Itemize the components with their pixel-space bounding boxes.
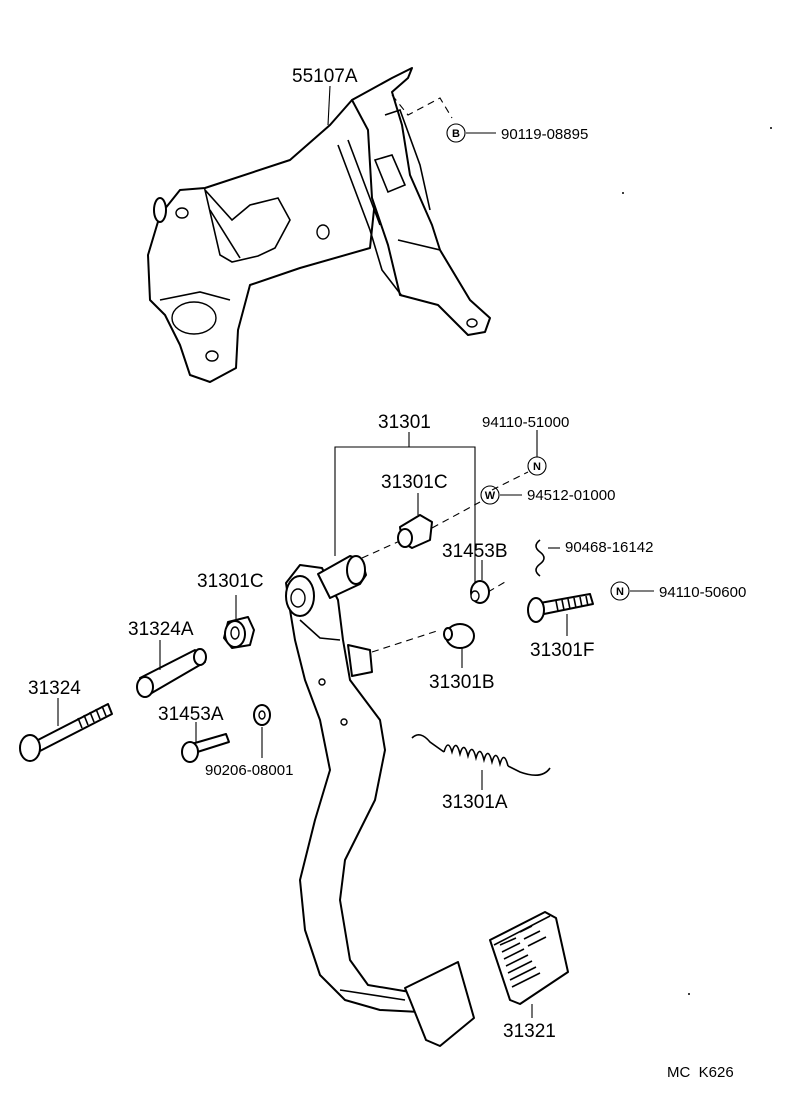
bolt-symbol-b: B	[446, 123, 466, 143]
label-94110-51000: 94110-51000	[482, 414, 569, 431]
symbol-w-text: W	[485, 490, 496, 502]
bolt-31301f	[527, 593, 594, 636]
nut-symbol-n-lower: N	[610, 581, 654, 601]
return-spring-31301a	[411, 734, 551, 790]
label-31324: 31324	[28, 678, 81, 699]
label-90119-08895: 90119-08895	[501, 126, 588, 143]
clip-90206	[253, 704, 271, 758]
label-90468-16142: 90468-16142	[565, 539, 653, 556]
brake-pedal-arm	[285, 555, 475, 1047]
symbol-n-upper-text: N	[533, 461, 541, 473]
bushing-31301c-left	[223, 595, 255, 649]
label-31301c-right: 31301C	[381, 472, 448, 493]
assembly-bracket-lines	[334, 432, 476, 590]
label-31453b: 31453B	[442, 541, 508, 562]
symbol-n-lower-text: N	[616, 586, 624, 598]
cushion-31301b	[443, 623, 475, 668]
label-55107a: 55107A	[292, 66, 358, 87]
label-31301a: 31301A	[442, 792, 508, 813]
label-31453a: 31453A	[158, 704, 224, 725]
alignment-dashes	[361, 471, 529, 653]
pedal-pad-31321	[489, 911, 569, 1018]
pedal-bracket	[147, 67, 496, 383]
label-94512-01000: 94512-01000	[527, 487, 615, 504]
label-31301: 31301	[378, 412, 431, 433]
bushing-31301c-right	[397, 493, 433, 549]
nut-symbol-n-upper: N	[527, 430, 547, 476]
label-31324a: 31324A	[128, 619, 194, 640]
scan-specks	[622, 127, 772, 995]
label-31321: 31321	[503, 1021, 556, 1042]
footer-code: MC K626	[667, 1064, 734, 1081]
label-90206-08001: 90206-08001	[205, 762, 293, 779]
washer-symbol-w: W	[480, 485, 522, 505]
pin-31453b	[470, 560, 490, 604]
clip-90468	[535, 539, 560, 577]
label-31301c-left: 31301C	[197, 571, 264, 592]
collar-31324a	[136, 640, 207, 698]
label-31301f: 31301F	[530, 640, 594, 661]
bolt-31324	[19, 698, 113, 762]
pin-31453a	[181, 722, 230, 763]
label-31301b: 31301B	[429, 672, 495, 693]
label-94110-50600: 94110-50600	[659, 584, 746, 601]
symbol-b-text: B	[452, 128, 460, 140]
